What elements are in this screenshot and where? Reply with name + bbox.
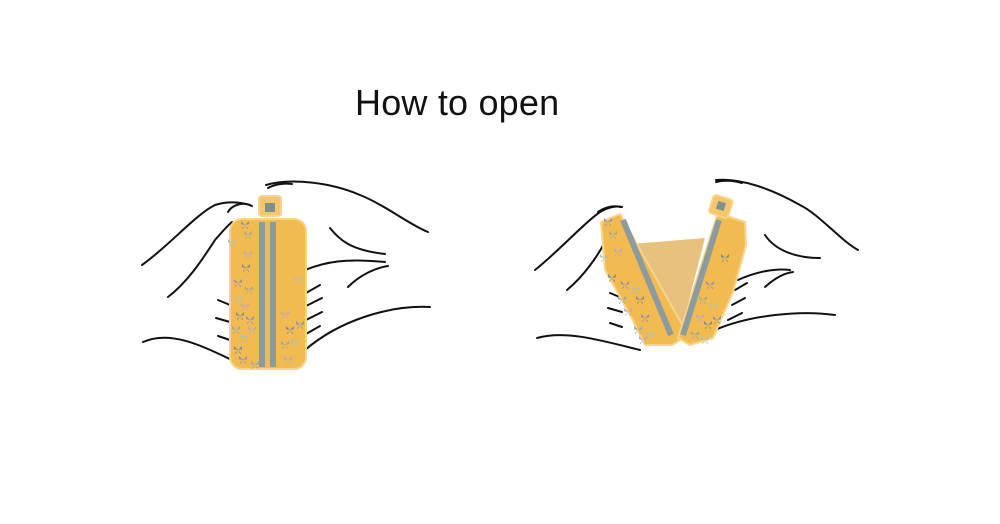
butterfly-icon <box>284 356 292 364</box>
butterfly-icon <box>234 346 242 354</box>
butterfly-icon <box>228 239 236 247</box>
butterfly-icon <box>296 321 304 329</box>
butterfly-icon <box>636 296 644 304</box>
zipper-track-left <box>259 222 265 367</box>
butterfly-icon <box>646 331 654 339</box>
butterfly-icon <box>604 218 612 226</box>
butterfly-icon <box>713 316 721 324</box>
zipper-track-right-open <box>680 219 722 336</box>
butterfly-icon <box>251 361 259 369</box>
zipper-track-left-open <box>620 218 674 337</box>
butterfly-icon <box>234 279 242 287</box>
butterfly-icon <box>608 274 616 282</box>
butterfly-icon <box>241 303 249 311</box>
butterfly-icon <box>281 341 289 349</box>
butterfly-icon <box>614 248 622 256</box>
butterfly-icon <box>704 321 712 329</box>
butterfly-icon <box>244 251 252 259</box>
butterfly-icon <box>236 312 244 320</box>
butterfly-icon <box>244 231 252 239</box>
butterfly-icon <box>696 314 704 322</box>
butterfly-icon <box>245 286 253 294</box>
butterfly-icon <box>609 231 617 239</box>
butterfly-icon <box>691 331 699 339</box>
butterfly-icon <box>618 296 626 304</box>
butterfly-icon <box>634 326 642 334</box>
right-hand-lines <box>265 180 431 351</box>
heading-title: How to open <box>355 82 560 123</box>
butterfly-icon <box>291 339 299 347</box>
butterfly-icon <box>699 296 707 304</box>
butterfly-icon <box>286 326 294 334</box>
butterfly-icon <box>294 276 302 284</box>
zipper-pull-hole <box>265 203 275 212</box>
butterfly-icon <box>234 296 242 304</box>
butterfly-icon <box>624 308 632 316</box>
butterfly-icon <box>709 303 717 311</box>
butterfly-icon <box>706 281 714 289</box>
butterfly-pattern <box>228 221 304 369</box>
butterfly-icon <box>240 334 248 342</box>
butterfly-icon <box>248 326 256 334</box>
butterfly-icon <box>281 311 289 319</box>
pouch-flap-right <box>676 211 748 347</box>
zipper-track-right <box>270 222 276 367</box>
closed-pouch-illustration <box>141 180 431 370</box>
butterfly-icon <box>246 316 254 324</box>
open-pouch-illustration <box>534 178 859 351</box>
pouch-body <box>229 218 307 370</box>
butterfly-icon <box>600 254 608 262</box>
zipper-pull-hole-open <box>715 200 727 212</box>
butterfly-icon <box>632 286 640 294</box>
butterfly-icon <box>242 264 250 272</box>
butterfly-icon <box>701 336 709 344</box>
right-hand-lines-open <box>714 178 859 331</box>
butterfly-icon <box>641 314 649 322</box>
left-hand-lines <box>141 201 253 361</box>
butterfly-icon <box>241 221 249 229</box>
butterfly-icon <box>721 254 729 262</box>
butterfly-icon <box>621 281 629 289</box>
butterfly-icon <box>639 336 647 344</box>
butterfly-icon <box>239 356 247 364</box>
butterfly-icon <box>232 326 240 334</box>
butterfly-pattern-open <box>600 218 729 344</box>
